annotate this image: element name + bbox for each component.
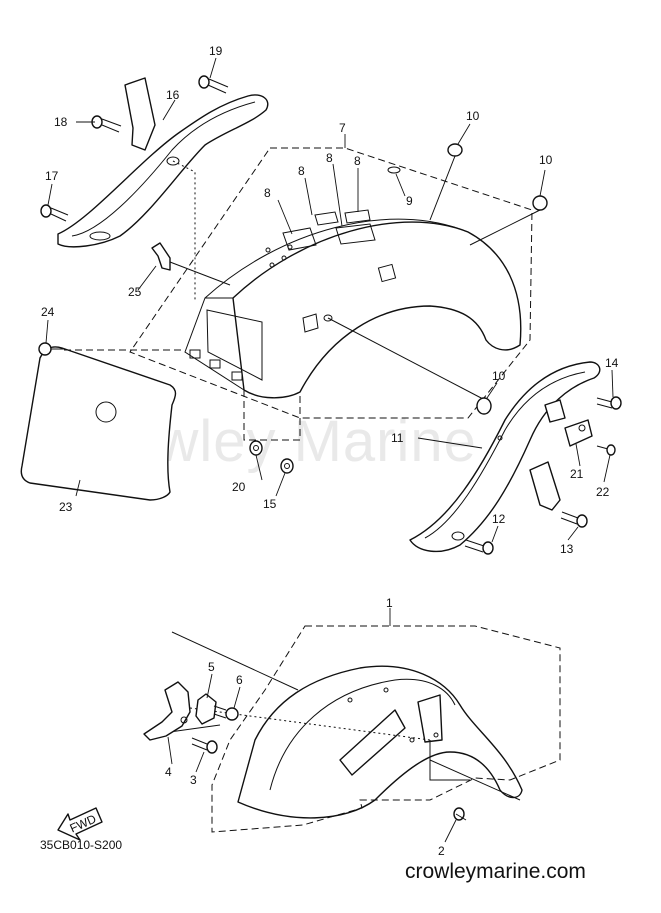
fwd-arrow-icon: FWD xyxy=(57,807,103,841)
callout-18: 18 xyxy=(54,115,68,129)
callout-14: 14 xyxy=(605,356,619,370)
callout-8a: 8 xyxy=(264,186,271,200)
callout-8c: 8 xyxy=(326,151,333,165)
fender-group-outline xyxy=(129,147,533,419)
front-fender[interactable] xyxy=(237,665,523,819)
front-fender-outline xyxy=(211,625,561,833)
callout-17: 17 xyxy=(45,169,59,183)
screw-24[interactable] xyxy=(38,342,64,356)
callout-1: 1 xyxy=(386,596,393,610)
callout-8b: 8 xyxy=(298,164,305,178)
callout-11: 11 xyxy=(391,431,404,445)
leader-nuts xyxy=(243,390,301,441)
callout-22: 22 xyxy=(596,485,610,499)
callout-3: 3 xyxy=(190,773,197,787)
bolt-14[interactable] xyxy=(596,396,622,410)
front-leader-upper xyxy=(171,631,299,691)
screw-22[interactable] xyxy=(596,444,616,456)
callout-9: 9 xyxy=(406,194,413,208)
callout-2: 2 xyxy=(438,844,445,858)
callout-labels: 19 16 18 17 7 8 8 8 8 9 10 10 10 14 21 2… xyxy=(41,44,619,858)
bolt-12[interactable] xyxy=(464,539,494,555)
bracket-25[interactable] xyxy=(151,242,231,286)
fwd-label: FWD xyxy=(68,812,99,836)
callout-7: 7 xyxy=(339,121,346,135)
washer-15[interactable] xyxy=(280,458,294,474)
nut-20[interactable] xyxy=(249,440,263,456)
leader-lines xyxy=(45,57,614,843)
callout-6: 6 xyxy=(236,673,243,687)
callout-10c: 10 xyxy=(492,369,506,383)
callout-25: 25 xyxy=(128,285,142,299)
axle-rod xyxy=(327,317,486,401)
bracket-5[interactable] xyxy=(143,681,191,741)
callout-24: 24 xyxy=(41,305,55,319)
bolt-17[interactable] xyxy=(40,204,69,222)
nut-6[interactable] xyxy=(213,705,239,721)
plate-23[interactable] xyxy=(20,346,177,501)
callout-5: 4 xyxy=(165,765,172,779)
callout-8d: 8 xyxy=(354,154,361,168)
callout-10a: 10 xyxy=(466,109,480,123)
callout-16: 16 xyxy=(166,88,180,102)
leader-grab-bar xyxy=(172,160,196,300)
rear-fender[interactable] xyxy=(184,209,522,399)
leader-rear-10 xyxy=(429,155,541,246)
grab-bar-right[interactable] xyxy=(409,361,601,553)
grab-bar-left[interactable] xyxy=(57,77,269,248)
light-21[interactable] xyxy=(564,419,593,447)
front-leader-right xyxy=(429,759,521,801)
diagram-code: 35CB010-S200 xyxy=(40,838,123,852)
grommet-10-right[interactable] xyxy=(532,195,548,211)
front-leader-bolt2 xyxy=(429,740,470,781)
clip-4[interactable] xyxy=(195,693,217,725)
callout-19: 19 xyxy=(209,44,223,58)
clip-9[interactable] xyxy=(387,166,401,174)
callout-12: 12 xyxy=(492,512,506,526)
bolt-2[interactable] xyxy=(453,807,467,821)
website-label[interactable]: crowleymarine.com xyxy=(405,860,586,883)
grommet-10-upper[interactable] xyxy=(447,143,463,157)
callout-15: 15 xyxy=(263,497,277,511)
bolt-3[interactable] xyxy=(191,737,218,754)
grommet-10-lower[interactable] xyxy=(476,397,492,415)
bolt-13[interactable] xyxy=(560,511,588,528)
callout-10b: 10 xyxy=(539,153,553,167)
callout-13: 13 xyxy=(560,542,574,556)
callout-23: 23 xyxy=(59,500,73,514)
callout-20: 20 xyxy=(232,480,246,494)
bolt-19[interactable] xyxy=(198,75,229,94)
callout-21: 21 xyxy=(570,467,584,481)
bolt-18[interactable] xyxy=(91,115,122,133)
callout-4: 5 xyxy=(208,660,215,674)
